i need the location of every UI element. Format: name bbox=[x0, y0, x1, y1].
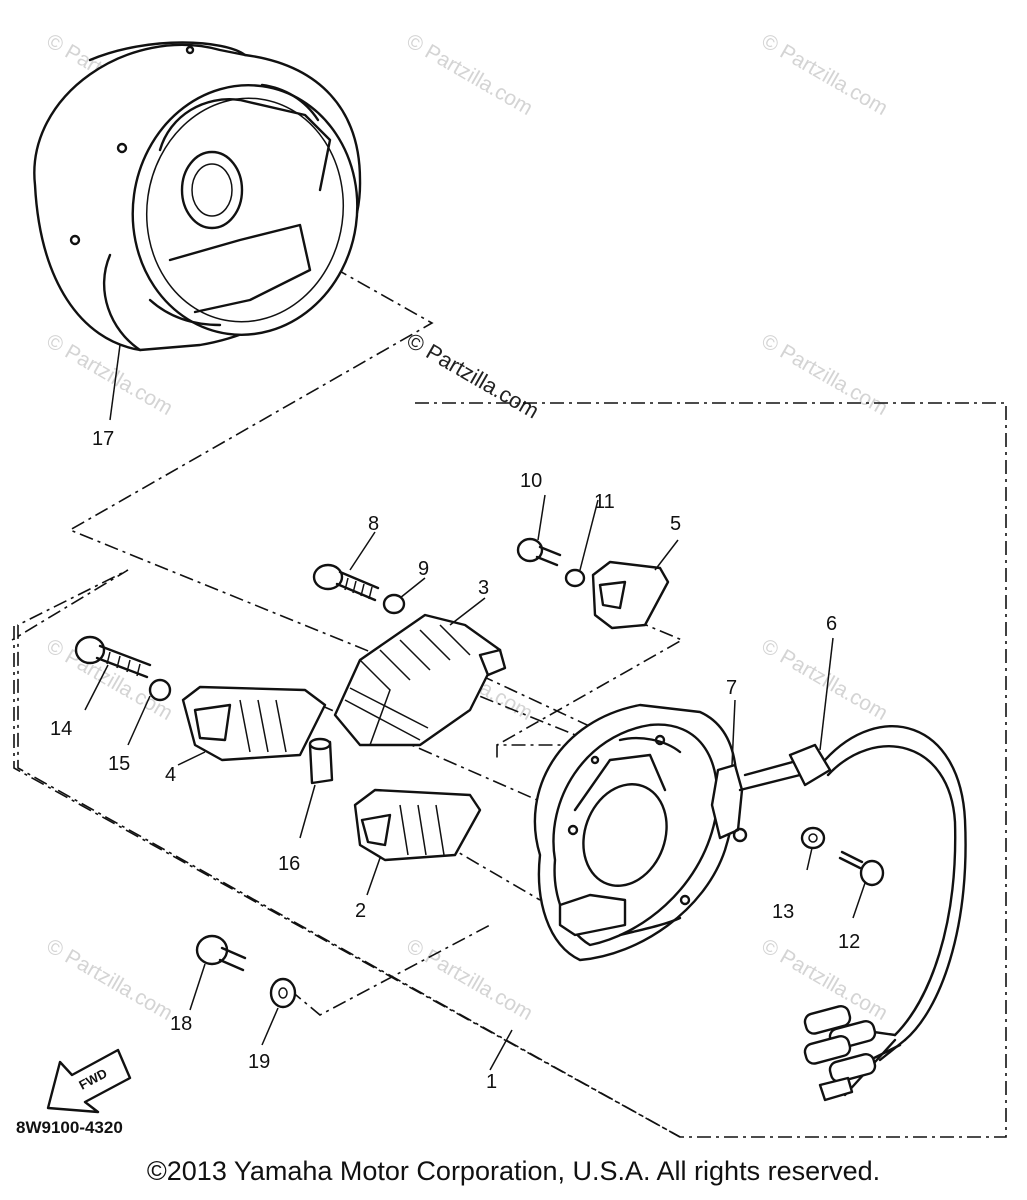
callout-16: 16 bbox=[278, 853, 300, 875]
callout-8: 8 bbox=[368, 513, 379, 535]
screw-12 bbox=[838, 850, 885, 887]
washer-9 bbox=[382, 593, 406, 615]
bolt-10 bbox=[516, 537, 562, 567]
washer-13 bbox=[800, 826, 826, 850]
flywheel-rotor bbox=[33, 41, 362, 421]
callout-19: 19 bbox=[248, 1051, 270, 1073]
collar-16 bbox=[308, 737, 334, 785]
leader-lines bbox=[84, 494, 866, 1071]
watermark-center: © Partzilla.com bbox=[403, 328, 544, 424]
assembly-boundary-inner bbox=[13, 626, 681, 1138]
callout-1: 1 bbox=[486, 1071, 497, 1093]
washer-19 bbox=[269, 977, 297, 1009]
alignment-line-19 bbox=[289, 924, 491, 1016]
alignment-line-4 bbox=[319, 704, 561, 811]
callout-10: 10 bbox=[520, 470, 542, 492]
stator-plate bbox=[533, 703, 738, 962]
screw-18 bbox=[195, 934, 247, 972]
alignment-line-2 bbox=[419, 829, 541, 901]
callout-labels: 1 2 3 4 5 6 7 8 9 10 11 12 13 14 15 16 1… bbox=[50, 428, 860, 1093]
callout-12: 12 bbox=[838, 931, 860, 953]
callout-17: 17 bbox=[92, 428, 114, 450]
callout-13: 13 bbox=[772, 901, 794, 923]
lead-clamp bbox=[710, 763, 748, 843]
callout-3: 3 bbox=[478, 577, 489, 599]
callout-2: 2 bbox=[355, 900, 366, 922]
alignment-line-5 bbox=[496, 609, 684, 746]
watermark: © Partzilla.com bbox=[758, 329, 892, 420]
copyright-notice: ©2013 Yamaha Motor Corporation, U.S.A. A… bbox=[146, 1156, 881, 1186]
coil-5 bbox=[591, 560, 670, 630]
lighting-coil-3 bbox=[333, 613, 507, 747]
callout-14: 14 bbox=[50, 718, 72, 740]
watermark: © Partzilla.com bbox=[403, 934, 537, 1025]
bolt-14 bbox=[74, 635, 152, 679]
coil-4 bbox=[181, 685, 327, 762]
washer-13-hole bbox=[808, 833, 818, 843]
washer-15 bbox=[148, 678, 172, 702]
callout-15: 15 bbox=[108, 753, 130, 775]
callout-7: 7 bbox=[726, 677, 737, 699]
assembly-boundary bbox=[11, 402, 1007, 1138]
washer-19-hole bbox=[278, 987, 288, 999]
callout-9: 9 bbox=[418, 558, 429, 580]
callout-4: 4 bbox=[165, 764, 176, 786]
alignment-line-3 bbox=[479, 674, 631, 760]
callout-18: 18 bbox=[170, 1013, 192, 1035]
forward-arrow: FWD bbox=[46, 1048, 132, 1114]
watermark: © Partzilla.com bbox=[43, 934, 177, 1025]
lead-wire bbox=[738, 725, 967, 1102]
watermark: © Partzilla.com bbox=[758, 29, 892, 120]
washer-11 bbox=[564, 568, 586, 588]
diagram-code: 8W9100-4320 bbox=[16, 1118, 123, 1137]
bolt-8 bbox=[312, 563, 380, 602]
coil-2 bbox=[353, 788, 482, 862]
callout-6: 6 bbox=[826, 613, 837, 635]
callout-5: 5 bbox=[670, 513, 681, 535]
callout-11: 11 bbox=[594, 491, 615, 513]
watermark: © Partzilla.com bbox=[403, 29, 537, 120]
diagram-svg: © Partzilla.com © Partzilla.com © Partzi… bbox=[11, 29, 1007, 1138]
